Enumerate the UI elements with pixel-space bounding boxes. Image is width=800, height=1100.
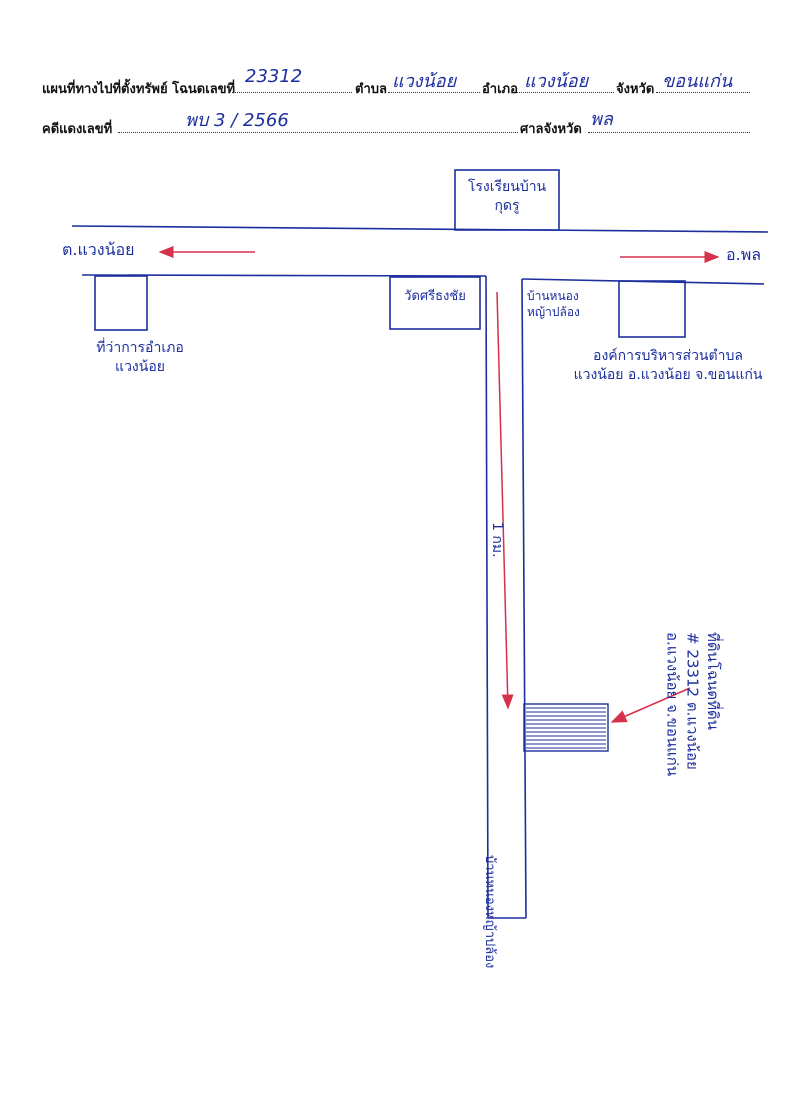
province-value: ขอนแก่น: [662, 71, 733, 92]
road-end-label: บ้านหนองหญ้าปล้อง: [482, 855, 497, 968]
property-label: ที่ดินโฉนดที่ดิน# 23312 ต.แวงน้อยอ.แวงน้…: [663, 632, 724, 776]
property-arrow: [610, 687, 691, 723]
property-hatching: [526, 707, 606, 749]
deed-no-value: 23312: [245, 66, 303, 87]
main-road-north-edge: [71, 225, 769, 233]
to-left-label: ต.แวงน้อย: [62, 240, 135, 259]
school-label: โรงเรียนบ้านกุดรู: [468, 178, 547, 214]
district-office-label: ที่ว่าการอำเภอแวงน้อย: [96, 338, 184, 375]
case-no-dotline: [118, 132, 518, 133]
route-arrow: [496, 291, 514, 710]
district-dotline: [516, 92, 614, 93]
distance-label: 1 กม.: [489, 522, 505, 558]
case-label: คดีแดงเลขที่: [42, 122, 113, 137]
side-road-west-edge: [485, 275, 489, 919]
subdistrict-label: ตำบล: [355, 82, 387, 97]
province-dotline: [656, 92, 750, 93]
district-label: อำเภอ: [482, 82, 518, 97]
court-dotline: [588, 132, 750, 133]
main-road-south-edge-left: [81, 274, 487, 277]
subdistrict-value: แวงน้อย: [392, 71, 457, 92]
village-label: บ้านหนองหญ้าปล้อง: [527, 289, 580, 319]
deed-no-dotline: [232, 92, 352, 93]
temple-box: [389, 276, 481, 330]
to-right-label: อ.พล: [726, 245, 761, 264]
subdistrict-dotline: [388, 92, 480, 93]
district-value: แวงน้อย: [524, 71, 589, 92]
province-label: จังหวัด: [616, 82, 655, 97]
case-no-value: พบ 3 / 2566: [185, 110, 289, 131]
court-value: พล: [590, 109, 613, 130]
property-plot: [523, 703, 609, 752]
map-label: แผนที่ทางไปที่ตั้งทรัพย์ โฉนดเลขที่: [42, 82, 236, 97]
admin-office-label: องค์การบริหารส่วนตำบลแวงน้อย อ.แวงน้อย จ…: [574, 347, 763, 383]
side-road-east-edge: [521, 278, 527, 919]
district-office-box: [94, 275, 148, 331]
school-box: [454, 169, 560, 231]
court-label: ศาลจังหวัด: [520, 122, 582, 137]
admin-office-box: [618, 280, 686, 338]
temple-label: วัดศรีธงชัย: [404, 288, 466, 304]
